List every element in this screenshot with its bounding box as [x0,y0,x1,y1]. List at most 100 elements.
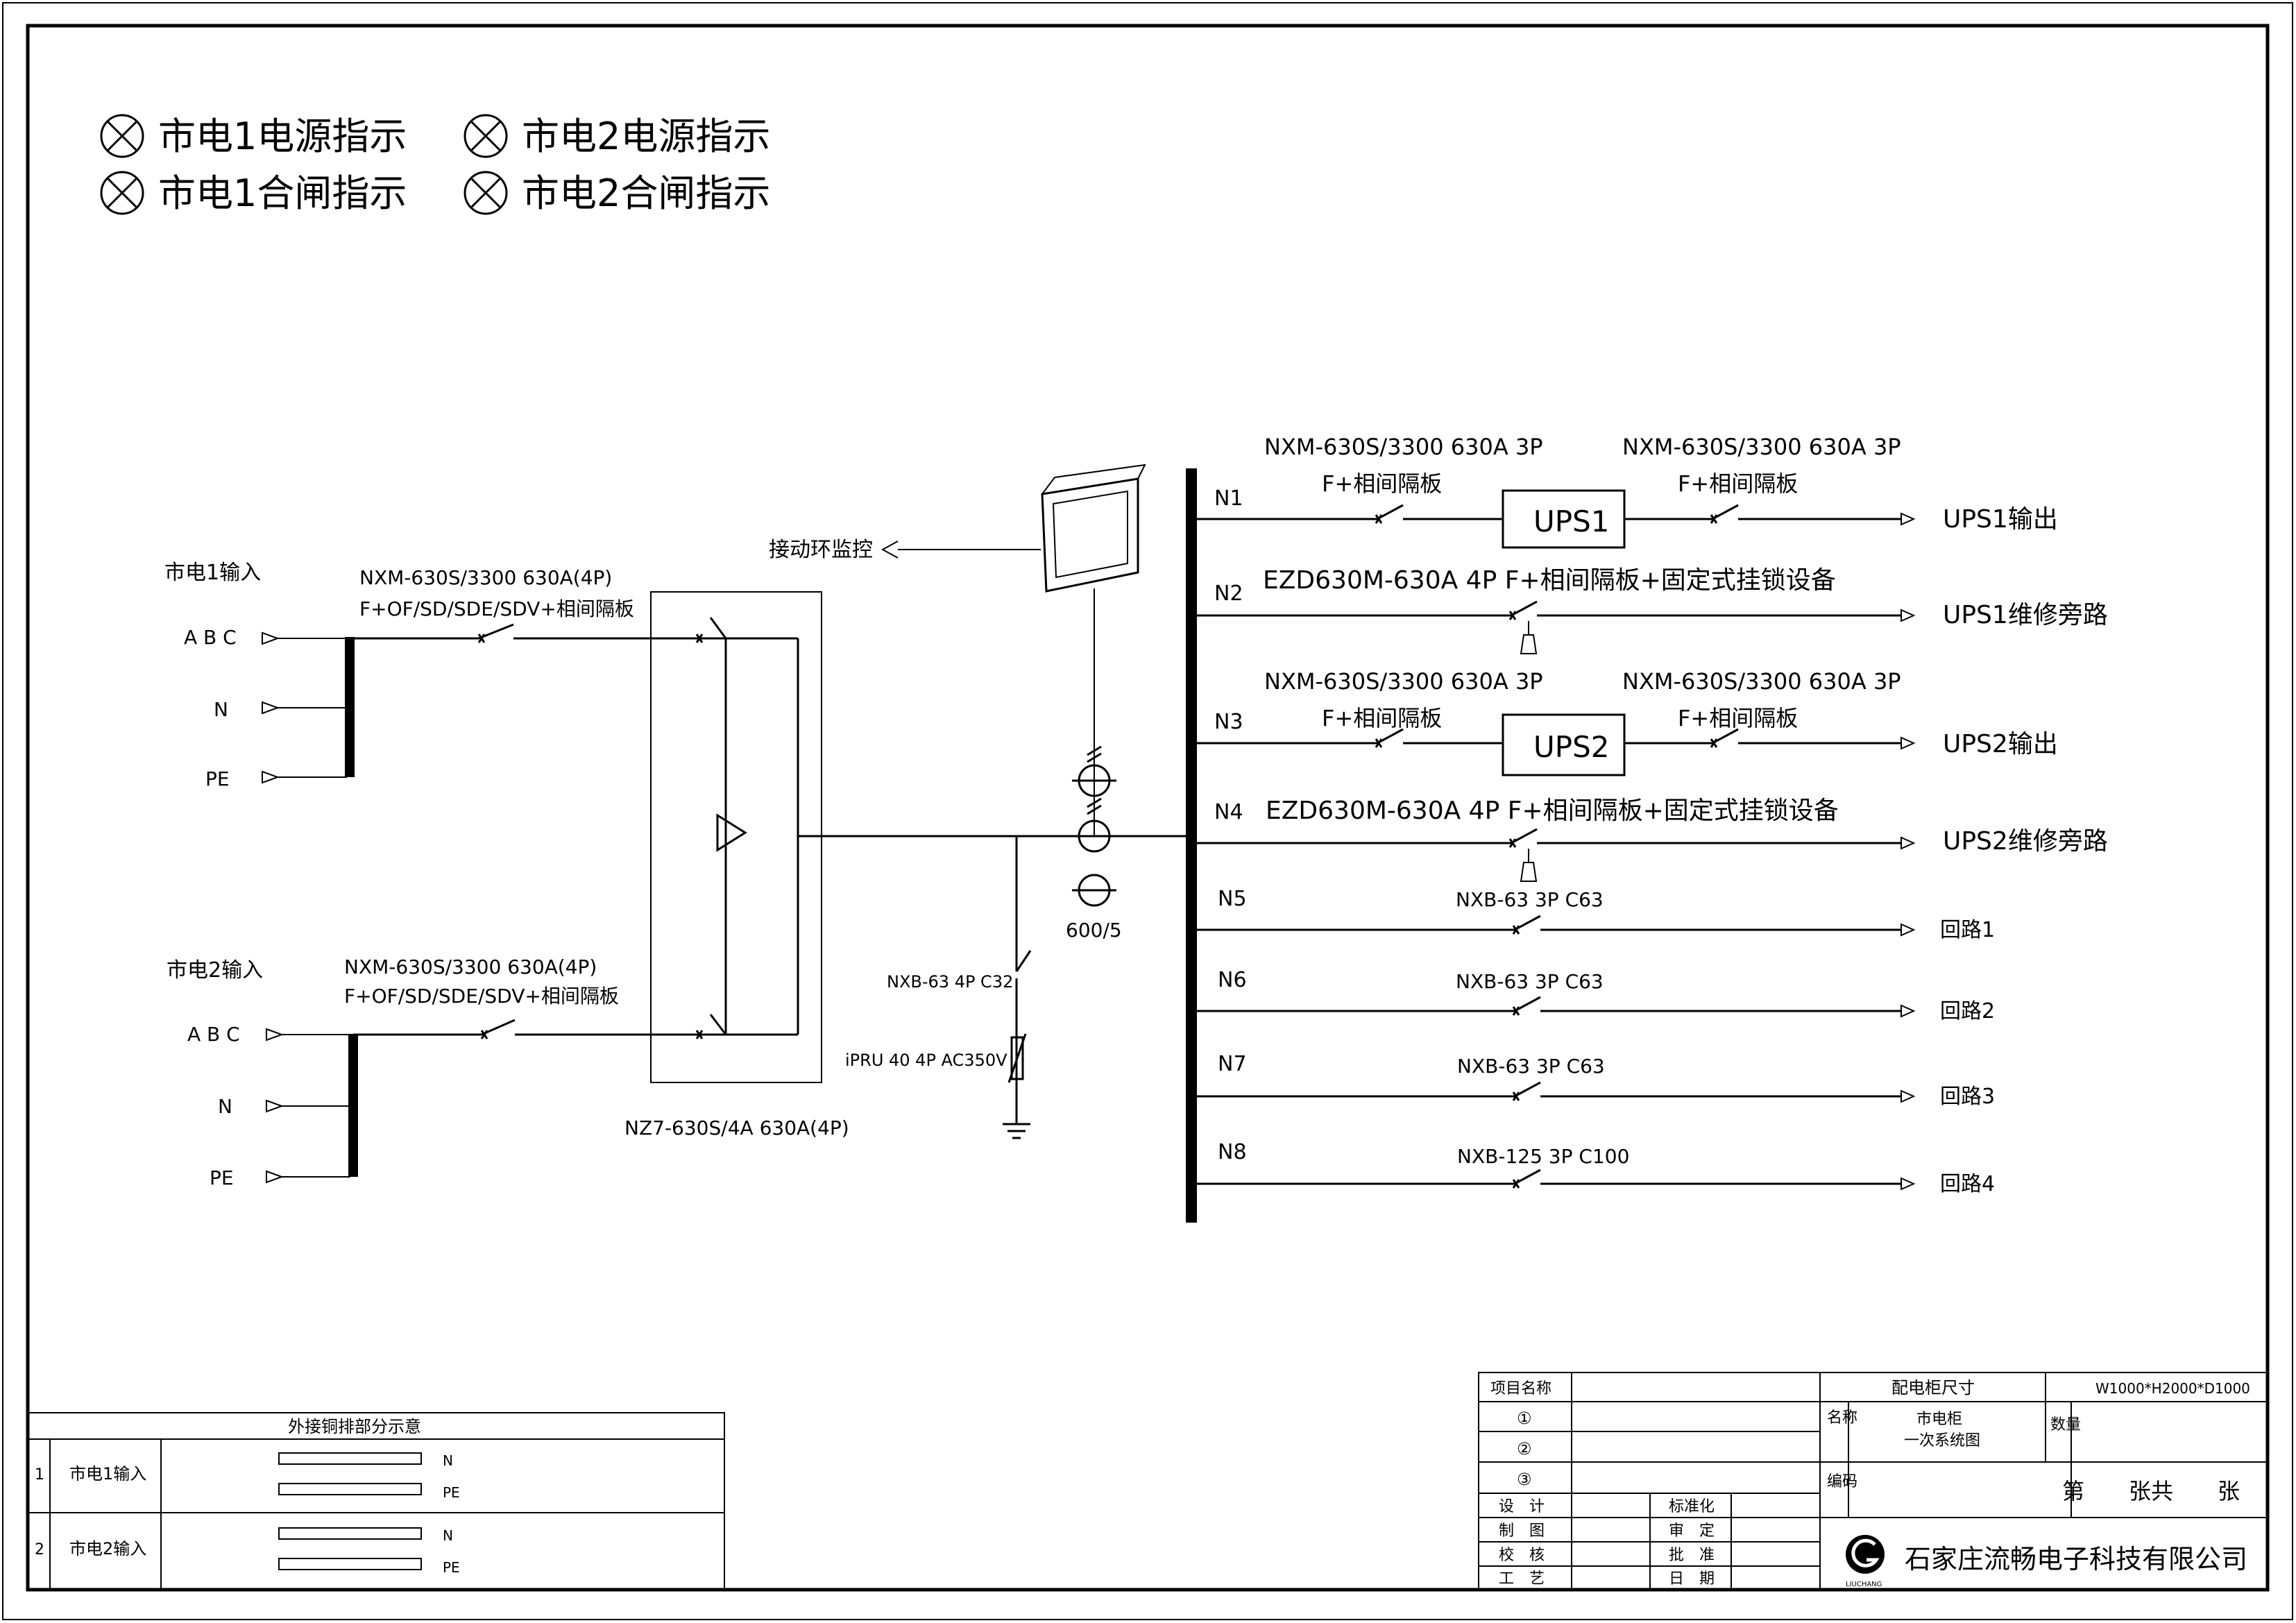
feeder-n1-breaker2-model: NXM-630S/3300 630A 3P [1622,434,1901,460]
feeder-n1-ups: UPS1 [1533,504,1609,538]
copper-table-title: 外接铜排部分示意 [288,1417,421,1436]
mains1-breaker-model: NXM-630S/3300 630A(4P) [359,566,612,589]
title-block: 项目名称 ① ② ③ 设 计 制 图 校 核 工 艺 标准化 审 定 批 准 日… [1478,1372,2268,1590]
feeder-n3-ups: UPS2 [1533,730,1609,764]
arrester-icon [1010,1036,1024,1080]
copper-row1-number: 1 [35,1466,44,1484]
feeder-n7-breaker: NXB-63 3P C63 [1457,1055,1605,1078]
role-authorization: 批 准 [1669,1547,1715,1564]
feeder-n4-description: EZD630M-630A 4P F+相间隔板+固定式挂锁设备 [1266,797,1839,825]
indicator-legend: 市电1电源指示 市电2电源指示 市电1合闸指示 市电2合闸指示 [100,114,770,215]
feeder-n8-breaker: NXB-125 3P C100 [1457,1145,1629,1168]
quantity-label: 数量 [2050,1416,2081,1434]
spd-breaker-model: NXB-63 4P C32 [887,972,1013,992]
ats-mechanism-icon [716,813,747,852]
cabinet-size-value: W1000*H2000*D1000 [2095,1380,2250,1397]
feeder-n3-breaker1-model: NXM-630S/3300 630A 3P [1264,668,1543,695]
ground-icon [1003,1123,1030,1139]
feeder-n6: N6 NXB-63 3P C63 回路2 [1197,968,1995,1023]
terminal-arrow-icon [266,1028,284,1184]
mains1-phase-pe: PE [205,767,230,790]
ups2-box [1502,713,1626,776]
code-label: 编码 [1827,1473,1857,1490]
arrow-right-icon [1900,512,1916,526]
feeder-n1-breaker1-model: NXM-630S/3300 630A 3P [1264,434,1543,460]
logo-text: LIUCHANG [1846,1581,1882,1588]
ats-switch: NZ7-630S/4A 630A(4P) [624,591,849,1139]
feeder-n3-breaker1-accessories: F+相间隔板 [1322,705,1442,731]
copper-row2-bar-n: N [443,1527,453,1544]
feeder-n1-output: UPS1输出 [1943,505,2058,534]
padlock-icon [1520,849,1538,882]
copper-row1-bar-pe: PE [443,1484,460,1501]
lamp-icon [100,171,144,215]
feeder-n3: N3 NXM-630S/3300 630A 3P F+相间隔板 NXM-630S… [1197,668,2058,776]
feeder-n1-breaker2-accessories: F+相间隔板 [1678,470,1798,497]
drawing-name-2: 一次系统图 [1904,1432,1980,1450]
feeder-n7: N7 NXB-63 3P C63 回路3 [1197,1052,1995,1109]
terminal-arrow-icon [262,631,280,784]
padlock-icon [1520,621,1538,654]
current-transformers: 600/5 [1066,745,1122,942]
copper-bar-table: 外接铜排部分示意 1 市电1输入 N PE 2 市电2输入 N PE [27,1412,725,1590]
legend-mains1-power: 市电1电源指示 [158,114,407,158]
mains1-breaker-accessories: F+OF/SD/SDE/SDV+相间隔板 [359,597,634,620]
feeder-n3-breaker2-model: NXM-630S/3300 630A 3P [1622,668,1901,695]
feeder-n3-breaker2-accessories: F+相间隔板 [1678,705,1798,731]
copper-row2-number: 2 [35,1541,44,1558]
feeder-n4-number: N4 [1214,800,1243,824]
legend-mains2-power: 市电2电源指示 [522,114,770,158]
feeder-n1: N1 NXM-630S/3300 630A 3P F+相间隔板 NXM-630S… [1197,434,2058,549]
mains2-input-title: 市电2输入 [167,958,263,983]
drawing-name-1: 市电柜 [1916,1411,1962,1428]
feeder-n8-number: N8 [1218,1140,1247,1164]
name-label: 名称 [1827,1409,1857,1427]
feeder-n2-output: UPS1维修旁路 [1943,601,2108,629]
circled-3: ③ [1517,1470,1532,1489]
arrow-right-icon [1900,736,1916,750]
mains2-input: 市电2输入 A B C N PE NXM-630S/3300 630A(4P) … [167,955,697,1189]
feeder-n1-number: N1 [1214,486,1243,511]
feeder-n3-output: UPS2输出 [1943,730,2058,758]
arrow-right-icon [1900,1089,1916,1103]
role-checking: 校 核 [1499,1547,1545,1564]
feeder-n5-breaker: NXB-63 3P C63 [1456,888,1604,911]
feeder-n4: N4 EZD630M-630A 4P F+相间隔板+固定式挂锁设备 UPS2维修… [1197,797,2108,882]
role-design: 设 计 [1499,1498,1545,1515]
drawing-frame [26,24,2270,1592]
spd-branch: NXB-63 4P C32 iPRU 40 4P AC350V [845,836,1032,1139]
lamp-icon [100,114,144,158]
feeder-n5: N5 NXB-63 3P C63 回路1 [1197,887,1995,942]
copper-row1-bar-n: N [443,1452,453,1469]
role-standardization: 标准化 [1669,1498,1715,1515]
feeder-n4-output: UPS2维修旁路 [1943,827,2108,856]
feeder-n2-description: EZD630M-630A 4P F+相间隔板+固定式挂锁设备 [1263,566,1836,595]
monitor-label: 接动环监控 [769,538,873,562]
mains2-breaker-accessories: F+OF/SD/SDE/SDV+相间隔板 [344,985,619,1008]
ats-model: NZ7-630S/4A 630A(4P) [624,1116,849,1139]
ct-icon [1078,819,1111,853]
lamp-icon [464,114,508,158]
mains2-phase-n: N [218,1095,232,1118]
copper-row2-bar-pe: PE [443,1559,460,1576]
role-drafting: 制 图 [1499,1522,1545,1540]
feeder-n2-number: N2 [1214,581,1243,606]
role-process: 工 艺 [1499,1570,1545,1588]
feeder-n1-breaker1-accessories: F+相间隔板 [1322,470,1442,497]
arrow-right-icon [1900,923,1916,937]
arrow-right-icon [1900,1004,1916,1018]
feeder-n2: N2 EZD630M-630A 4P F+相间隔板+固定式挂锁设备 UPS1维修… [1197,566,2108,654]
feeder-n7-output: 回路3 [1940,1085,1995,1109]
mains2-phase-abc: A B C [187,1023,240,1046]
ct-ratio: 600/5 [1066,919,1122,942]
copper-row1-name: 市电1输入 [69,1464,146,1484]
arrow-right-icon [1900,609,1916,622]
feeder-n3-number: N3 [1214,710,1243,734]
feeder-n8-output: 回路4 [1940,1172,1995,1196]
company-name: 石家庄流畅电子科技有限公司 [1905,1544,2247,1574]
feeder-n6-breaker: NXB-63 3P C63 [1456,970,1604,993]
mains1-input-title: 市电1输入 [164,561,261,585]
lamp-icon [464,171,508,215]
